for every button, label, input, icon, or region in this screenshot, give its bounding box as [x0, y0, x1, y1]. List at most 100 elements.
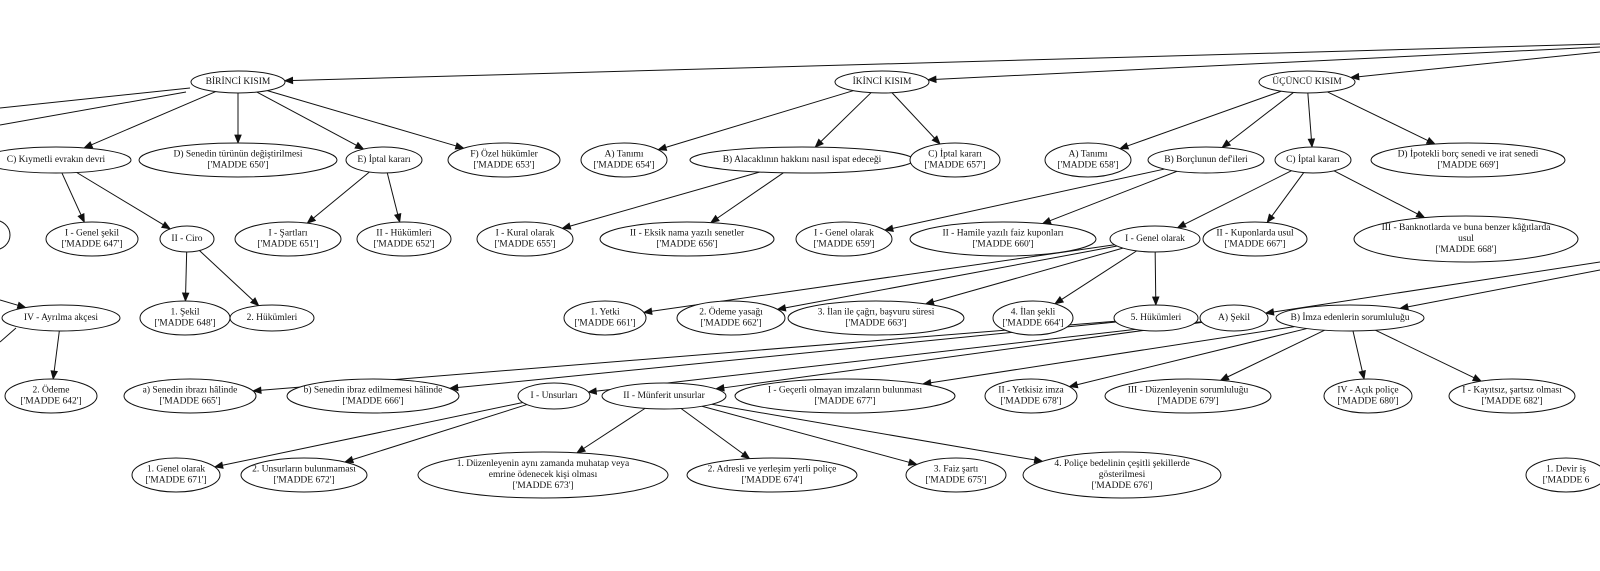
node-label-line: 2. Hükümleri: [247, 313, 298, 323]
node-hukumleri-2[interactable]: 2. Hükümleri: [229, 304, 315, 332]
node-odeme-642[interactable]: 2. Ödeme['MADDE 642']: [4, 378, 98, 414]
node-kural-olarak[interactable]: I - Kural olarak['MADDE 655']: [476, 221, 574, 257]
edge-line: [1154, 251, 1157, 298]
edge-line: [1407, 269, 1600, 308]
node-birinci[interactable]: BİRİNCİ KISIM: [190, 70, 286, 94]
node-adresli[interactable]: 2. Adresli ve yerleşim yerli poliçe['MAD…: [686, 457, 858, 493]
node-genel-sekil[interactable]: I - Genel şekil['MADDE 647']: [45, 221, 139, 257]
arrow-head: [448, 383, 459, 392]
node-label-line: ['MADDE 648']: [154, 319, 215, 329]
node-ucuncu[interactable]: ÜÇÜNCÜ KISIM: [1258, 70, 1356, 94]
node-hamile-yazili[interactable]: II - Hamile yazılı faiz kuponları['MADDE…: [909, 221, 1097, 257]
node-munferit[interactable]: II - Münferit unsurlar: [601, 382, 727, 410]
node-police-bedeli[interactable]: 4. Poliçe bedelinin çeşitli şekillerdegö…: [1022, 451, 1222, 499]
node-label-line: 2. Unsurların bulunmaması: [252, 465, 356, 475]
node-ilan-cagri[interactable]: 3. İlan ile çağrı, başvuru süresi['MADDE…: [787, 300, 965, 336]
node-label-line: A) Tanımı: [1068, 149, 1107, 160]
node-d-ipotekli[interactable]: D) İpotekli borç senedi ve irat senedi['…: [1370, 142, 1566, 178]
edge-a_sekil-to-unsurlari: [587, 321, 1202, 395]
arrow-head: [1041, 217, 1052, 225]
edge-line: [91, 91, 216, 146]
node-duzenleyenin-ayni[interactable]: 1. Düzenleyenin aynı zamanda muhatap vey…: [417, 451, 669, 499]
edge-offscreen-2: [1349, 51, 1600, 81]
node-c-iptal-2[interactable]: C) İptal kararı['MADDE 657']: [909, 142, 1001, 178]
edge-offscreen-5: [0, 299, 27, 309]
node-b-borclunun[interactable]: B) Borçlunun def'ileri: [1147, 146, 1265, 174]
node-ikinci[interactable]: İKİNCİ KISIM: [834, 70, 930, 94]
node-label-line: III - Düzenleyenin sorumluluğu: [1128, 386, 1249, 396]
node-faiz-sarti[interactable]: 3. Faiz şartı['MADDE 675']: [905, 457, 1007, 493]
node-shape: [1323, 378, 1413, 414]
node-ayrilma[interactable]: IV - Ayrılma akçesi: [1, 304, 121, 332]
node-gecerli-olmayan[interactable]: I - Geçerli olmayan imzaların bulunması[…: [734, 378, 956, 414]
node-banknotlarda[interactable]: III - Banknotlarda ve buna benzer kâğıtl…: [1353, 215, 1579, 263]
node-a-tanimi-2[interactable]: A) Tanımı['MADDE 654']: [580, 142, 668, 178]
node-label-line: ['MADDE 663']: [845, 319, 906, 329]
node-f-ozel[interactable]: F) Özel hükümler['MADDE 653']: [447, 142, 561, 178]
node-shape: [4, 378, 98, 414]
node-acik-police[interactable]: IV - Açık poliçe['MADDE 680']: [1323, 378, 1413, 414]
edge-line: [1077, 328, 1307, 386]
node-label-line: I - Genel olarak: [1125, 234, 1185, 244]
node-odeme-yasagi[interactable]: 2. Ödeme yasağı['MADDE 662']: [676, 300, 786, 336]
node-sartlari[interactable]: I - Şartları['MADDE 651']: [234, 221, 342, 257]
node-unsurlari[interactable]: I - Unsurları: [517, 382, 591, 410]
arrow-head: [234, 134, 242, 145]
node-a-tanimi-3[interactable]: A) Tanımı['MADDE 658']: [1044, 142, 1132, 178]
node-genel-olarak-671[interactable]: 1. Genel olarak['MADDE 671']: [131, 457, 221, 493]
edge-line: [1333, 170, 1418, 215]
arrow-head: [814, 138, 824, 148]
node-genel-olarak-c[interactable]: I - Genel olarak: [1109, 225, 1201, 253]
node-shape: [905, 457, 1007, 493]
node-unsurlarin-bulun[interactable]: 2. Unsurların bulunmaması['MADDE 672']: [240, 457, 368, 493]
node-hukumleri-652[interactable]: II - Hükümleri['MADDE 652']: [356, 221, 452, 257]
node-yetki[interactable]: 1. Yetki['MADDE 661']: [563, 300, 647, 336]
node-label-line: ['MADDE 650']: [207, 161, 268, 171]
node-label-line: b) Senedin ibraz edilmemesi hâlinde: [304, 385, 443, 396]
node-a-sekil[interactable]: A) Şekil: [1199, 304, 1269, 332]
node-left-er[interactable]: er: [0, 220, 11, 250]
arrow-head: [1307, 138, 1316, 149]
node-b-imza[interactable]: B) İmza edenlerin sorumluluğu: [1275, 304, 1425, 332]
node-label-line: ['MADDE 674']: [741, 476, 802, 486]
node-genel-olarak-659[interactable]: I - Genel olarak['MADDE 659']: [795, 221, 893, 257]
node-b-alacaklinin[interactable]: B) Alacaklının hakkını nasıl ispat edece…: [689, 146, 915, 174]
node-label-line: IV - Açık poliçe: [1337, 386, 1398, 396]
node-eksik-nama[interactable]: II - Eksik nama yazılı senetler['MADDE 6…: [599, 221, 775, 257]
node-devir[interactable]: 1. Devir iş['MADDE 6: [1525, 457, 1600, 493]
node-duzenleyenin-sor[interactable]: III - Düzenleyenin sorumluluğu['MADDE 67…: [1104, 378, 1272, 414]
node-shape: [909, 142, 1001, 178]
node-ilan-sekli[interactable]: 4. İlan şekli['MADDE 664']: [992, 300, 1074, 336]
node-ciro[interactable]: II - Ciro: [159, 225, 215, 253]
node-e-iptal[interactable]: E) İptal kararı: [345, 146, 423, 174]
node-hukumleri-5[interactable]: 5. Hükümleri: [1113, 304, 1199, 332]
node-senedin-ibrazi[interactable]: a) Senedin ibrazı hâlinde['MADDE 665']: [123, 378, 257, 414]
node-d-senedin[interactable]: D) Senedin türünün değiştirilmesi['MADDE…: [138, 142, 338, 178]
node-label-line: II - Yetkisiz imza: [998, 386, 1064, 396]
node-yetkisiz-imza[interactable]: II - Yetkisiz imza['MADDE 678']: [984, 378, 1078, 414]
node-c-iptal-3[interactable]: C) İptal kararı: [1274, 146, 1352, 174]
node-shape: [517, 382, 591, 410]
node-label-line: II - Hükümleri: [376, 229, 432, 239]
node-kayitsiz[interactable]: I - Kayıtsız, şartsız olması['MADDE 682'…: [1448, 378, 1576, 414]
edge-line: [935, 46, 1600, 80]
node-kuponlarda[interactable]: II - Kuponlarda usul['MADDE 667']: [1202, 221, 1308, 257]
edge-line: [352, 404, 528, 461]
node-label-line: D) İpotekli borç senedi ve irat senedi: [1398, 148, 1539, 160]
edge-line: [1184, 170, 1292, 225]
edge-line: [820, 92, 872, 142]
edge-birinci-to-f_ozel: [267, 90, 465, 150]
edge-line: [76, 172, 164, 226]
edge-line: [930, 326, 1295, 384]
node-shape: [1525, 457, 1600, 493]
edge-offscreen-4: [0, 91, 187, 126]
arrow-head: [1358, 370, 1366, 381]
node-c-kiymetli[interactable]: C) Kıymetli evrakın devri: [0, 146, 132, 174]
edge-line: [701, 405, 910, 463]
edge-line: [53, 330, 60, 372]
edge-line: [0, 327, 17, 343]
node-label-line: ['MADDE 665']: [159, 397, 220, 407]
node-sekil-648[interactable]: 1. Şekil['MADDE 648']: [139, 300, 231, 336]
node-label-line: C) Kıymetli evrakın devri: [7, 154, 106, 165]
node-senedin-ibraz-edil[interactable]: b) Senedin ibraz edilmemesi hâlinde['MAD…: [286, 378, 460, 414]
